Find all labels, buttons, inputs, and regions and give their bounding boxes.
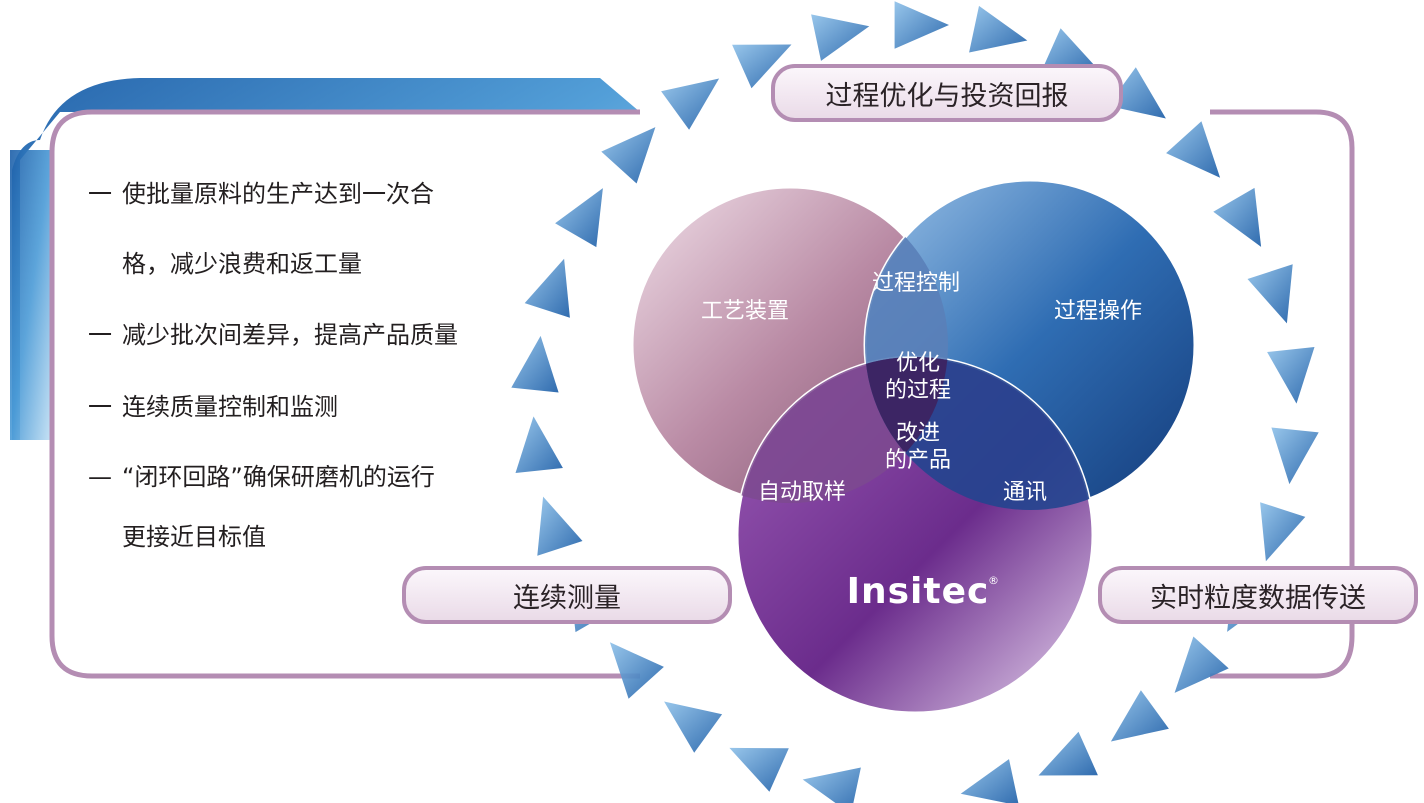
- ring-triangle: [894, 1, 949, 49]
- ring-triangle: [511, 335, 559, 393]
- outer-frame-right: [1210, 109, 1355, 679]
- pill-realtime-data: 实时粒度数据传送: [1098, 566, 1418, 624]
- logo-text: Insitec: [847, 571, 990, 612]
- ring-triangle: [601, 127, 656, 184]
- ring-triangle: [1247, 264, 1293, 324]
- pill-roi: 过程优化与投资回报: [771, 64, 1123, 122]
- list-item-continuation: 格，减少浪费和返工量: [122, 250, 362, 278]
- ring-triangle: [1260, 502, 1306, 562]
- triangle-ring: [511, 1, 1319, 803]
- list-item-continuation: 更接近目标值: [122, 523, 266, 551]
- ring-triangle: [664, 701, 723, 753]
- list-item-text: “闭环回路”确保研磨机的运行: [122, 463, 435, 491]
- list-dash: 一: [88, 393, 112, 421]
- ring-triangle: [1038, 731, 1098, 776]
- label-improved-line1: 改进: [896, 421, 940, 446]
- list-item-text: 减少批次间差异，提高产品质量: [122, 321, 458, 349]
- ring-triangle: [802, 767, 861, 803]
- pill-continuous-measurement-label: 连续测量: [513, 582, 621, 614]
- ring-triangle: [1107, 67, 1166, 119]
- list-item-text: 使批量原料的生产达到一次合: [122, 180, 434, 208]
- ring-triangle: [1041, 28, 1101, 73]
- label-process-control: 过程控制: [872, 271, 960, 296]
- ring-triangle: [969, 5, 1028, 53]
- logo-registered: ®: [988, 574, 999, 587]
- venn-diagram: [630, 178, 1197, 715]
- label-improved-line2: 的产品: [885, 448, 951, 473]
- pill-realtime-data-label: 实时粒度数据传送: [1150, 582, 1366, 614]
- list-item: 一减少批次间差异，提高产品质量: [88, 315, 458, 350]
- ring-triangle: [1110, 690, 1169, 742]
- ring-triangle: [1213, 187, 1262, 247]
- label-auto-sampling: 自动取样: [758, 480, 846, 505]
- ring-triangle: [1267, 347, 1315, 404]
- ring-triangle: [661, 78, 720, 130]
- pill-continuous-measurement: 连续测量: [402, 566, 732, 624]
- insitec-logo: Insitec ®: [847, 571, 999, 612]
- ring-triangle: [811, 14, 870, 61]
- overlap-auto-sampling: [737, 357, 948, 503]
- ring-triangle: [729, 747, 789, 792]
- ring-triangle: [960, 759, 1019, 803]
- label-process-operation: 过程操作: [1054, 299, 1142, 324]
- ring-triangle: [1174, 636, 1229, 693]
- ring-triangle: [1166, 121, 1221, 178]
- outer-frame: [49, 109, 640, 679]
- list-item: 一连续质量控制和监测: [88, 387, 338, 422]
- label-process-equipment: 工艺装置: [701, 299, 789, 324]
- ring-triangle: [524, 258, 570, 318]
- list-item-text: 连续质量控制和监测: [122, 393, 338, 421]
- ring-triangle: [537, 496, 583, 556]
- label-communication: 通讯: [1003, 480, 1047, 505]
- ring-triangle: [609, 642, 664, 699]
- label-optimized-line2: 的过程: [885, 378, 951, 403]
- overlap-communication: [865, 357, 1093, 510]
- list-dash: —: [88, 463, 112, 491]
- list-item: — “闭环回路”确保研磨机的运行 更接近目标值: [88, 457, 435, 551]
- ring-triangle: [515, 416, 563, 473]
- pill-roi-label: 过程优化与投资回报: [825, 80, 1069, 112]
- ring-triangle: [555, 188, 603, 248]
- label-optimized-line1: 优化: [896, 351, 940, 376]
- list-dash: 一: [88, 180, 112, 208]
- ring-triangle: [1271, 427, 1319, 485]
- ring-triangle: [732, 44, 792, 89]
- list-dash: 一: [88, 321, 112, 349]
- background-banner: [10, 78, 640, 440]
- list-item: 一使批量原料的生产达到一次合 格，减少浪费和返工量: [88, 174, 434, 278]
